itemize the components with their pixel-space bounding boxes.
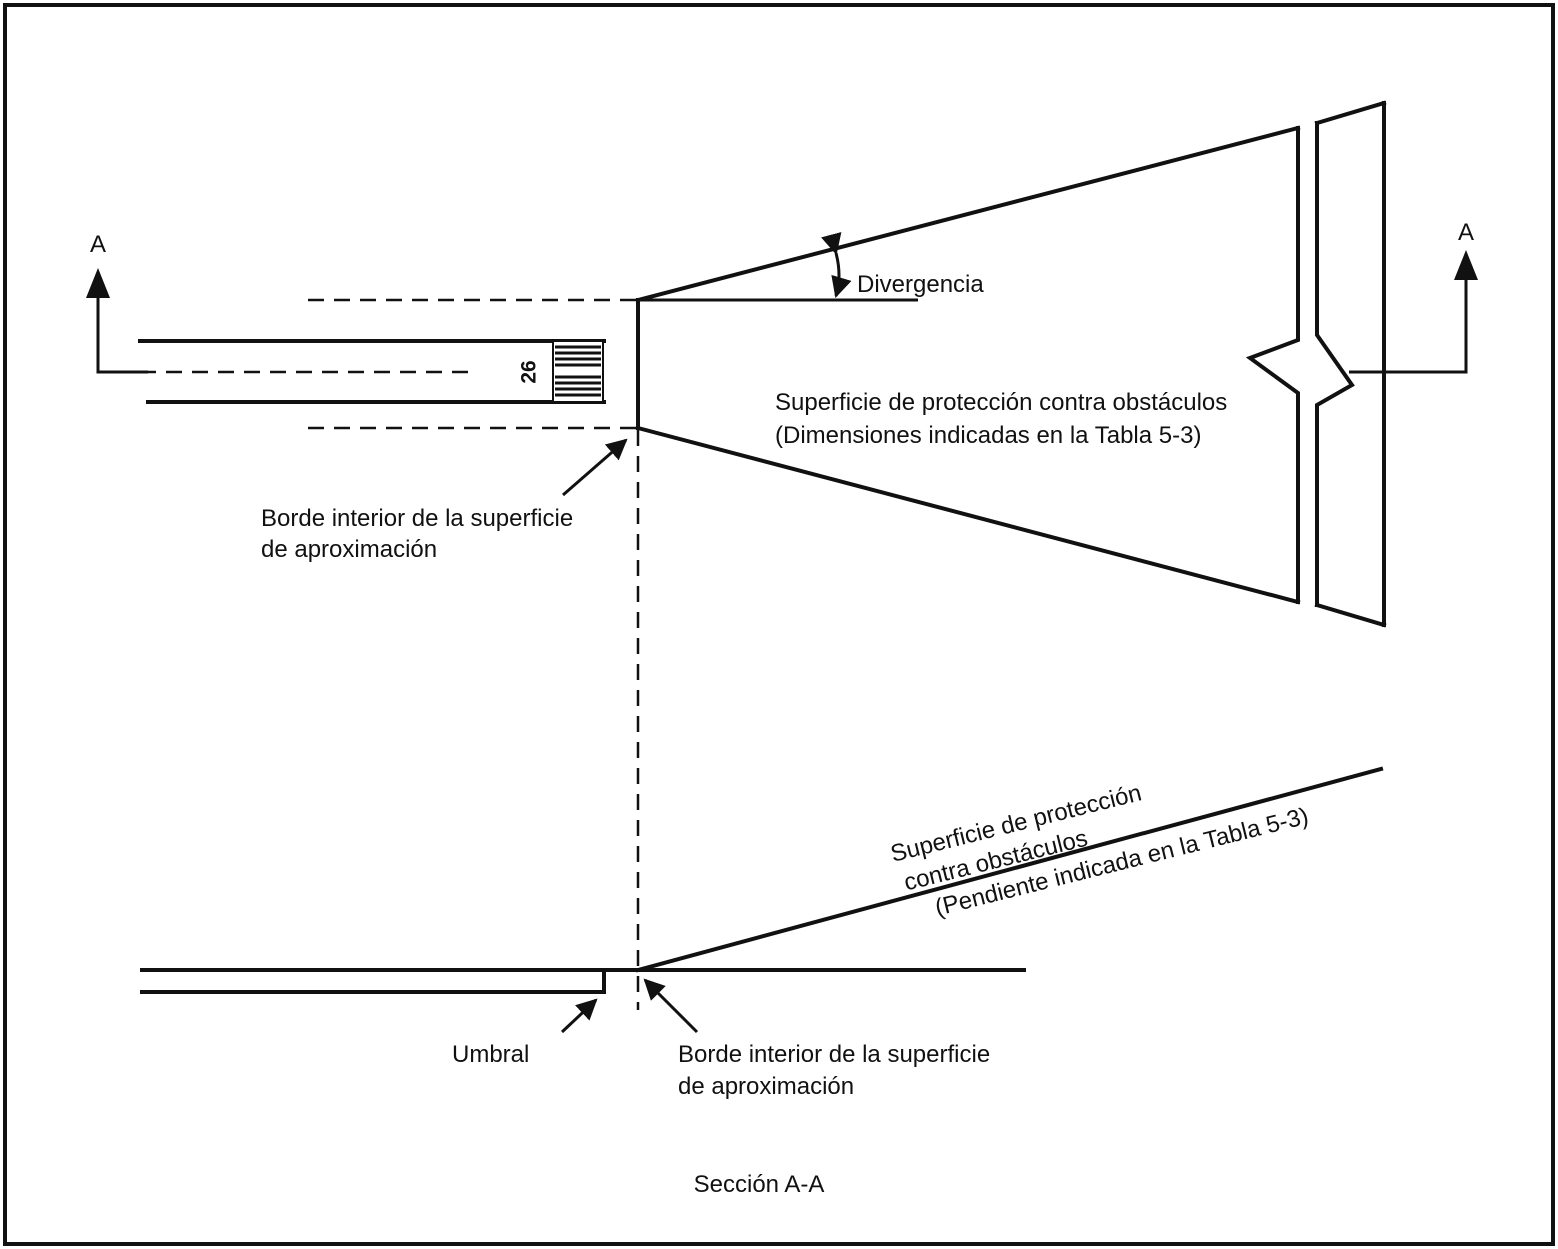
section-marker-right: A (1349, 219, 1478, 374)
divergence-angle-arc (821, 232, 852, 299)
break-line-right (1315, 121, 1355, 607)
surface-lower-edge (635, 425, 1301, 605)
section-marker-left: A (86, 231, 148, 374)
plan-surface-label-line2: (Dimensiones indicadas en la Tabla 5-3) (775, 422, 1201, 449)
threshold-label: Umbral (452, 1041, 529, 1068)
section-inner-edge-label-line2: de aproximación (678, 1073, 854, 1100)
section-inner-edge-arrow (643, 978, 699, 1034)
threshold-arrow (560, 998, 598, 1034)
plan-surface-label-line1: Superficie de protección contra obstácul… (775, 389, 1227, 416)
plan-inner-edge-label-line2: de aproximación (261, 536, 437, 563)
threshold-markings (552, 340, 604, 403)
surface-upper-edge (635, 125, 1301, 303)
plan-inner-edge-arrow (562, 438, 628, 497)
section-marker-right-label: A (1458, 219, 1474, 246)
section-surface-label: Superficie de protección contra obstácul… (888, 779, 1311, 921)
plan-inner-edge-label-line1: Borde interior de la superficie (261, 505, 573, 532)
divergence-label: Divergencia (857, 271, 984, 298)
section-title: Sección A-A (694, 1171, 825, 1198)
section-marker-left-label: A (90, 231, 106, 258)
runway-number: 26 (518, 360, 541, 383)
outer-border (3, 3, 1555, 1246)
section-inner-edge-label-line1: Borde interior de la superficie (678, 1041, 990, 1068)
section-surface-slope (635, 766, 1384, 973)
break-line-left (1245, 126, 1300, 604)
surface-lower-edge-far (1314, 602, 1387, 628)
surface-upper-edge-far (1314, 100, 1387, 126)
section-runway-lower (140, 968, 606, 994)
